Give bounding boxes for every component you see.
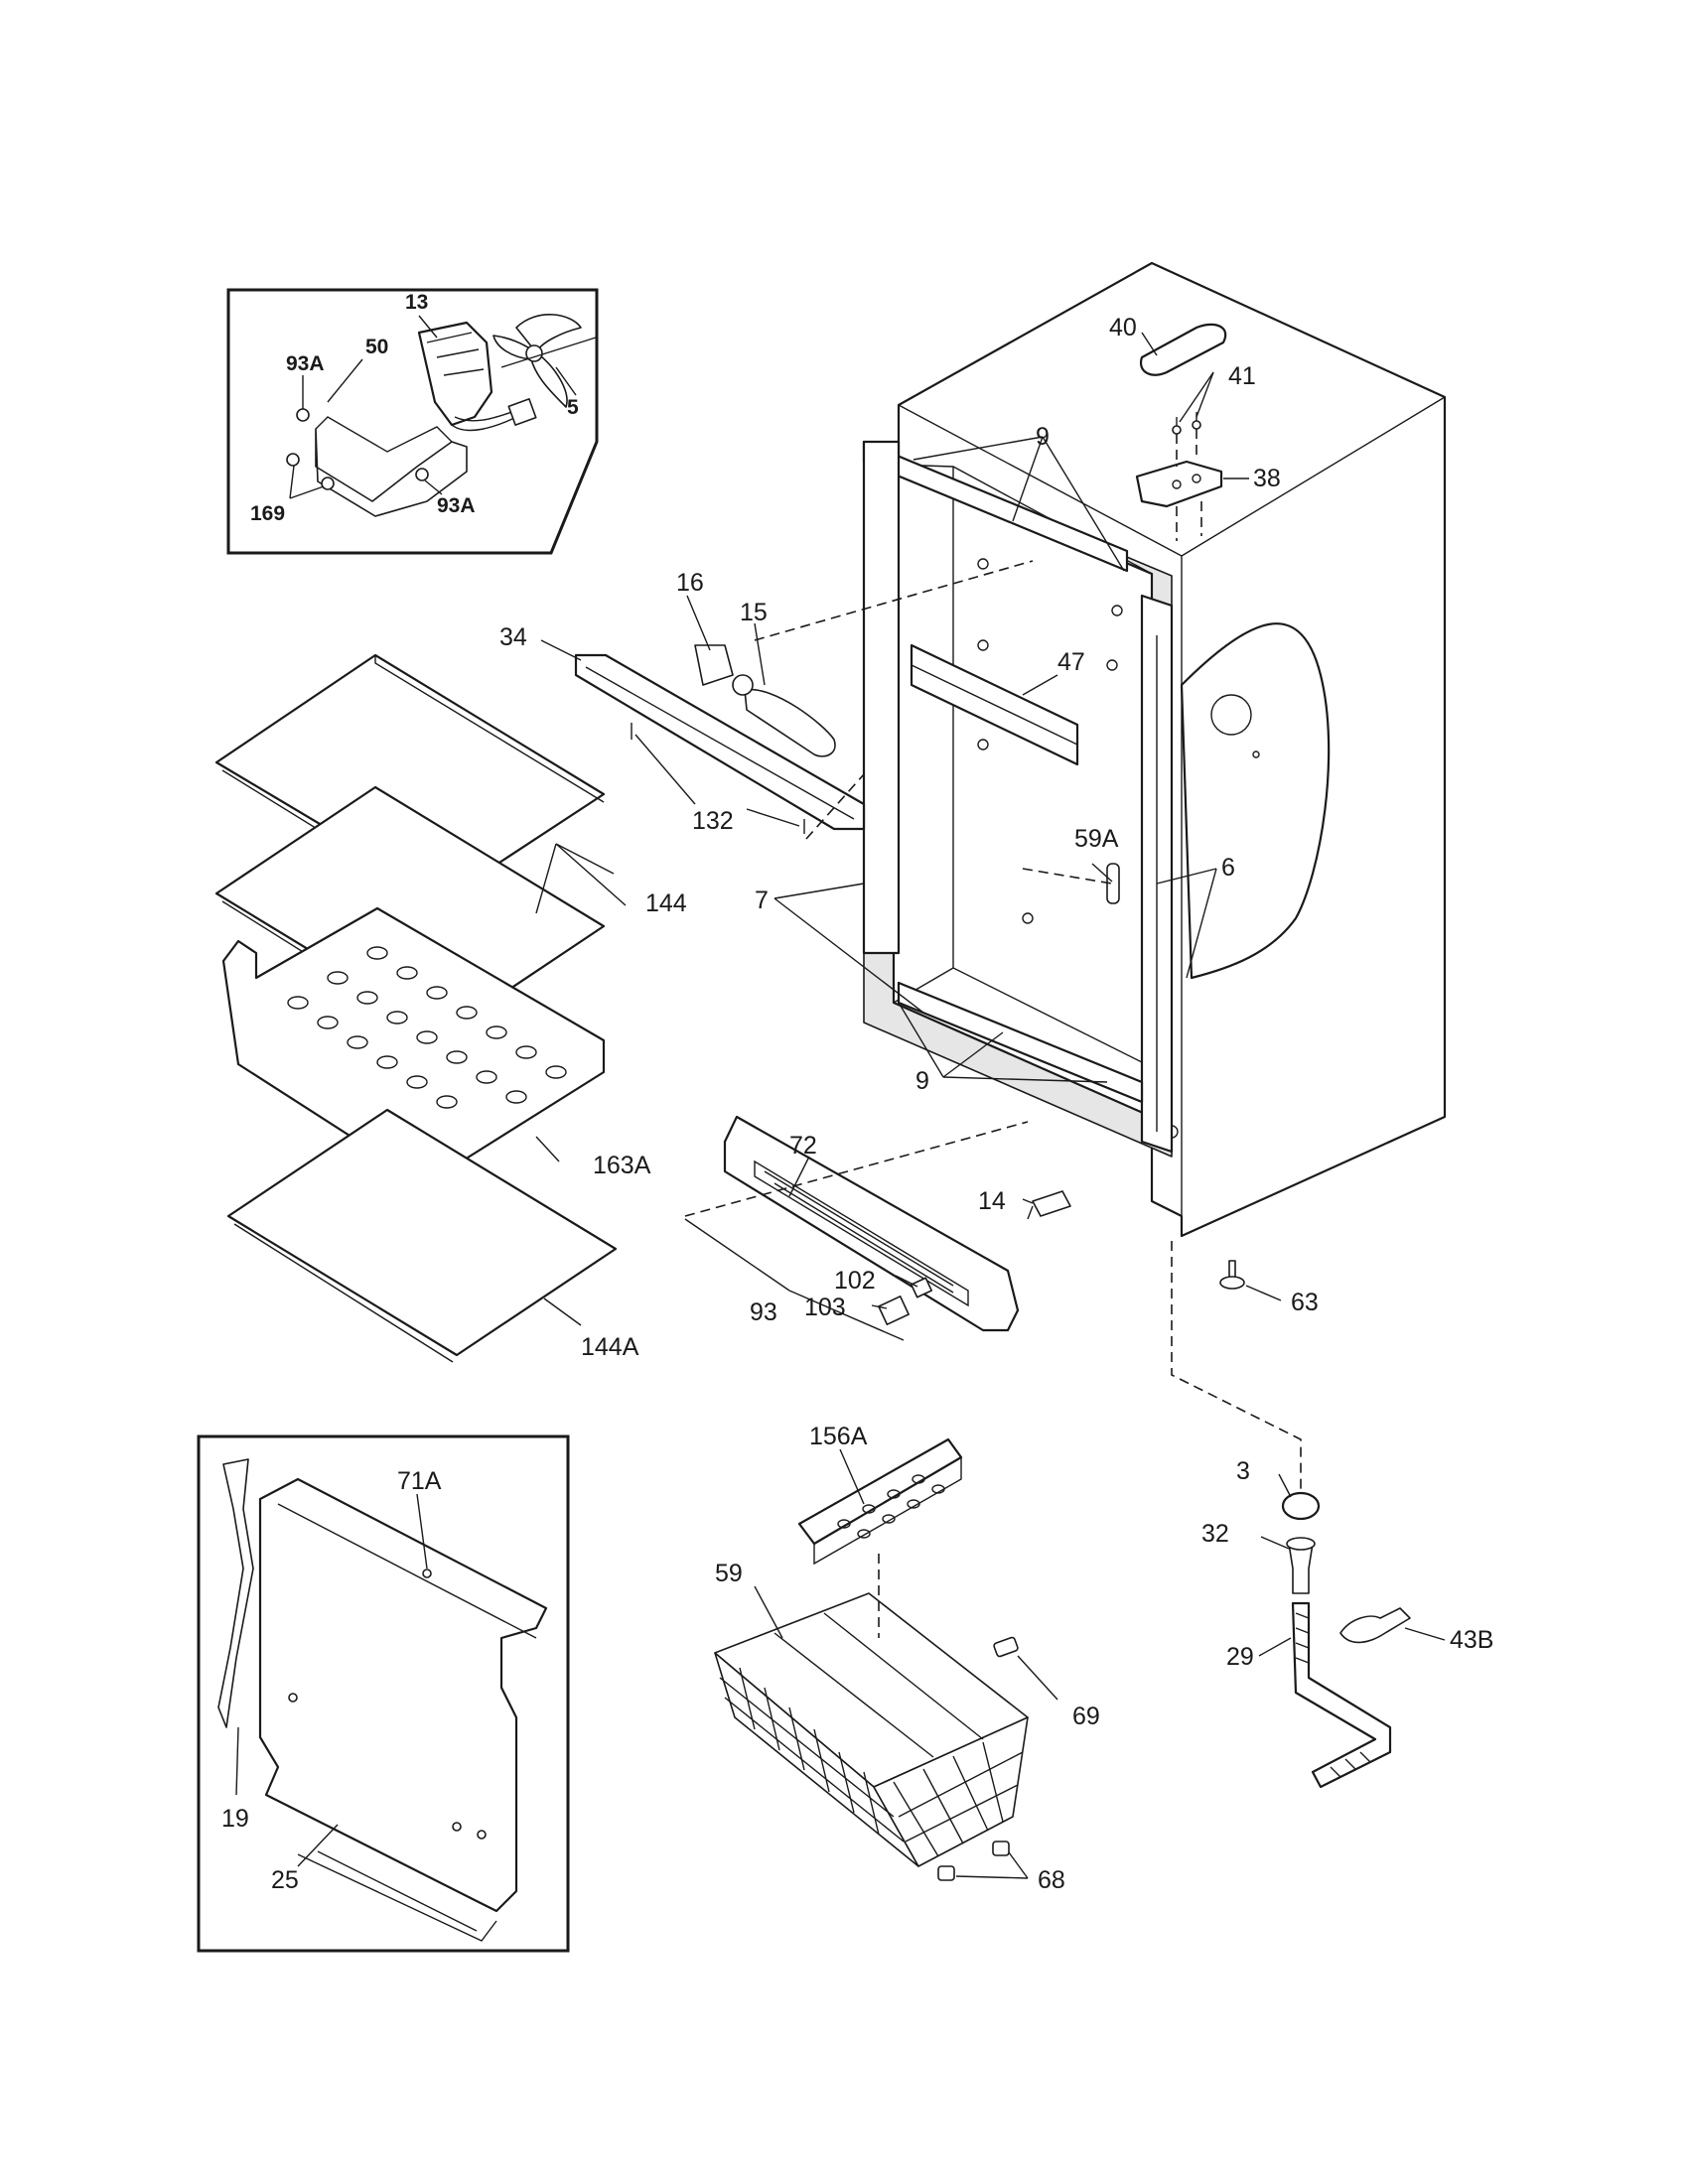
callout-7: 7 xyxy=(755,887,769,914)
callout-25: 25 xyxy=(271,1866,299,1894)
light-assembly xyxy=(540,560,1034,840)
callout-59a: 59A xyxy=(1074,825,1119,853)
callout-103: 103 xyxy=(804,1294,846,1321)
callout-69: 69 xyxy=(1072,1703,1100,1730)
callout-102: 102 xyxy=(834,1267,876,1295)
toe-grille xyxy=(684,1115,1029,1341)
callout-38: 38 xyxy=(1253,465,1281,492)
callout-labels: 40 41 38 9 16 15 34 47 132 7 59A 6 144 1… xyxy=(221,314,1493,1894)
callout-93: 93 xyxy=(750,1298,777,1326)
callout-9-bottom: 9 xyxy=(915,1067,929,1095)
callout-50: 50 xyxy=(365,336,388,358)
callout-29: 29 xyxy=(1226,1643,1254,1671)
callout-163a: 163A xyxy=(593,1152,651,1179)
callout-41: 41 xyxy=(1228,362,1256,390)
callout-32: 32 xyxy=(1201,1520,1229,1548)
callout-68: 68 xyxy=(1038,1866,1065,1894)
callout-71a: 71A xyxy=(397,1467,442,1495)
drain-assembly xyxy=(1258,1473,1446,1789)
callout-144a: 144A xyxy=(581,1333,639,1361)
callout-156a: 156A xyxy=(809,1423,868,1450)
callout-16: 16 xyxy=(676,569,704,597)
callout-15: 15 xyxy=(740,599,768,626)
callout-6: 6 xyxy=(1221,854,1235,882)
callout-63: 63 xyxy=(1291,1289,1319,1316)
callout-3: 3 xyxy=(1236,1457,1250,1485)
basket xyxy=(714,1437,1058,1881)
callout-9-top: 9 xyxy=(1036,423,1050,451)
callout-14: 14 xyxy=(978,1187,1006,1215)
callout-93a-top: 93A xyxy=(286,352,325,375)
cabinet xyxy=(774,261,1447,1238)
callout-13: 13 xyxy=(405,291,428,314)
callout-19: 19 xyxy=(221,1805,249,1833)
basket-wires xyxy=(719,1612,1024,1857)
callout-93a-bottom: 93A xyxy=(437,494,476,517)
callout-47: 47 xyxy=(1057,648,1085,676)
callout-72: 72 xyxy=(789,1132,817,1160)
callout-144: 144 xyxy=(645,889,687,917)
callout-5: 5 xyxy=(567,396,579,419)
leveling-parts xyxy=(1022,1190,1302,1494)
door-inset xyxy=(197,1434,570,1953)
callout-34: 34 xyxy=(499,623,527,651)
tray-holes xyxy=(287,946,567,1109)
shelves xyxy=(214,653,627,1363)
callout-43b: 43B xyxy=(1450,1626,1493,1654)
callout-132: 132 xyxy=(692,807,734,835)
callout-40: 40 xyxy=(1109,314,1137,341)
callout-59: 59 xyxy=(715,1560,743,1587)
callout-169: 169 xyxy=(250,502,285,525)
fan-assembly-inset: 13 50 93A 5 169 93A xyxy=(226,288,599,555)
